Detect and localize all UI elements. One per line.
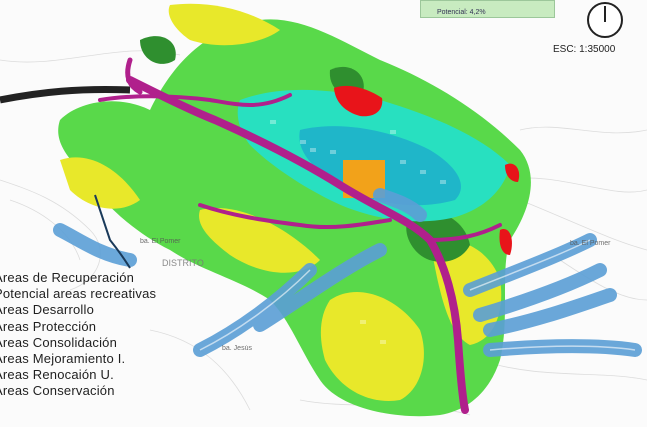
legend-item-renovacion: Areas Renocaión U. bbox=[0, 367, 114, 383]
legend-item-desarrollo: Areas Desarrollo bbox=[0, 302, 95, 318]
place-label: ba. El Pomer bbox=[570, 240, 611, 247]
north-arrow-icon bbox=[587, 2, 623, 38]
map-legend: Areas de Recuperación Potencial areas re… bbox=[0, 270, 156, 400]
legend-item-recreativas: Potencial areas recreativas bbox=[0, 286, 157, 302]
rio bbox=[98, 57, 502, 414]
quebradas-centerline bbox=[199, 239, 636, 351]
place-label: ba. El Pomer bbox=[140, 238, 181, 245]
zona-conservacion bbox=[140, 36, 470, 262]
zona-mejoramiento bbox=[60, 3, 502, 401]
road bbox=[0, 85, 131, 104]
place-label-distrito: DISTRITO bbox=[162, 258, 204, 268]
zona-recuperacion-noreste bbox=[505, 163, 520, 182]
zona-recuperacion-este bbox=[499, 229, 512, 255]
legend-item-recuperacion: Areas de Recuperación bbox=[0, 270, 135, 285]
manzanas bbox=[270, 120, 446, 344]
legend-item-proteccion: Areas Protección bbox=[0, 318, 97, 334]
legend-item-mejoramiento: Areas Mejoramiento I. bbox=[0, 351, 126, 367]
scale-label: ESC: 1:35000 bbox=[553, 44, 616, 55]
stat-box: Potencial: 4,2% bbox=[420, 0, 555, 18]
zona-recuperacion bbox=[334, 85, 383, 117]
legend-item-consolidacion: Areas Consolidación bbox=[0, 334, 118, 350]
place-label: ba. Jesús bbox=[222, 345, 252, 352]
arroyo bbox=[94, 194, 131, 269]
legend-item-conservacion: Areas Conservación bbox=[0, 383, 115, 399]
